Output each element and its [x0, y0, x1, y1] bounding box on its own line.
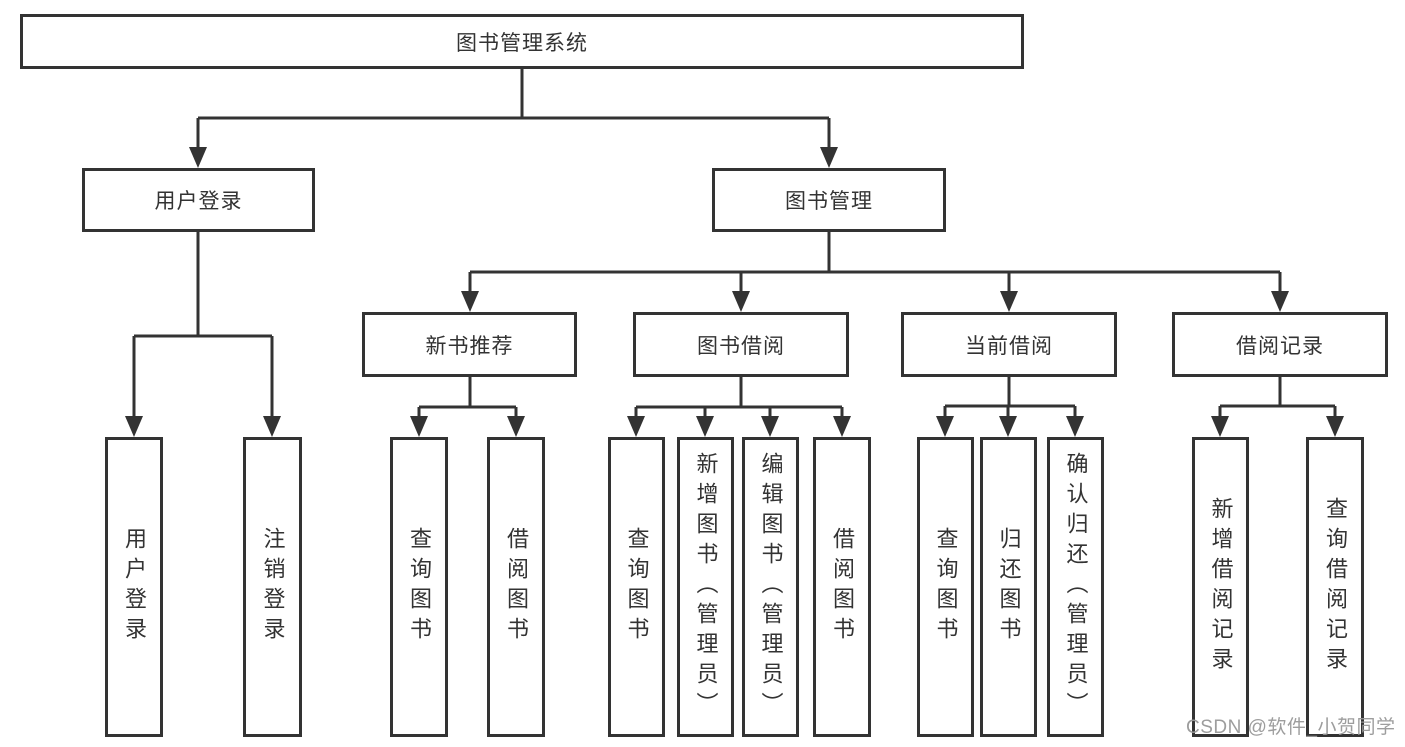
node-label: 当前借阅 [965, 334, 1053, 358]
leaf-label: 查询图书 [624, 527, 650, 647]
leaf-confirm-return-admin: 确认归还（管理员） [1047, 437, 1104, 737]
connector-paths [132, 69, 1337, 419]
node-book-management: 图书管理 [712, 168, 946, 232]
leaf-query-books: 查询图书 [608, 437, 665, 737]
node-label: 用户登录 [154, 190, 243, 213]
leaf-edit-books-admin: 编辑图书（管理员） [742, 437, 799, 737]
leaf-label: 确认归还（管理员） [1063, 452, 1089, 722]
leaf-label: 查询图书 [933, 527, 959, 647]
leaf-borrow-books: 借阅图书 [487, 437, 545, 737]
node-book-borrowing: 图书借阅 [633, 312, 849, 377]
leaf-query-books: 查询图书 [917, 437, 974, 737]
leaf-label: 编辑图书（管理员） [758, 452, 784, 722]
node-label: 图书管理 [785, 190, 873, 213]
csdn-watermark: CSDN @软件_小贺同学 [1186, 717, 1396, 738]
leaf-label: 新增图书（管理员） [693, 452, 719, 722]
node-label: 借阅记录 [1236, 334, 1324, 358]
node-user-login: 用户登录 [82, 168, 315, 232]
leaf-add-borrow-record: 新增借阅记录 [1192, 437, 1249, 737]
leaf-user-login: 用户登录 [105, 437, 163, 737]
node-label: 图书管理系统 [456, 31, 588, 55]
leaf-query-books: 查询图书 [390, 437, 448, 737]
leaf-logout: 注销登录 [243, 437, 302, 737]
leaf-query-borrow-record: 查询借阅记录 [1306, 437, 1364, 737]
leaf-borrow-books: 借阅图书 [813, 437, 871, 737]
node-borrowing-records: 借阅记录 [1172, 312, 1388, 377]
leaf-label: 新增借阅记录 [1208, 497, 1234, 677]
leaf-label: 查询借阅记录 [1323, 497, 1348, 677]
leaf-label: 借阅图书 [830, 527, 855, 647]
node-label: 新书推荐 [425, 334, 514, 358]
node-label: 图书借阅 [697, 334, 785, 358]
node-system-root: 图书管理系统 [20, 14, 1024, 69]
leaf-add-books-admin: 新增图书（管理员） [677, 437, 734, 737]
node-new-book-recommend: 新书推荐 [362, 312, 577, 377]
leaf-label: 借阅图书 [504, 527, 529, 647]
leaf-label: 查询图书 [407, 527, 432, 647]
node-current-borrowing: 当前借阅 [901, 312, 1117, 377]
leaf-label: 注销登录 [260, 527, 286, 647]
leaf-return-books: 归还图书 [980, 437, 1037, 737]
leaf-label: 归还图书 [996, 527, 1022, 647]
arrowheads [125, 147, 1344, 437]
leaf-label: 用户登录 [122, 527, 147, 647]
